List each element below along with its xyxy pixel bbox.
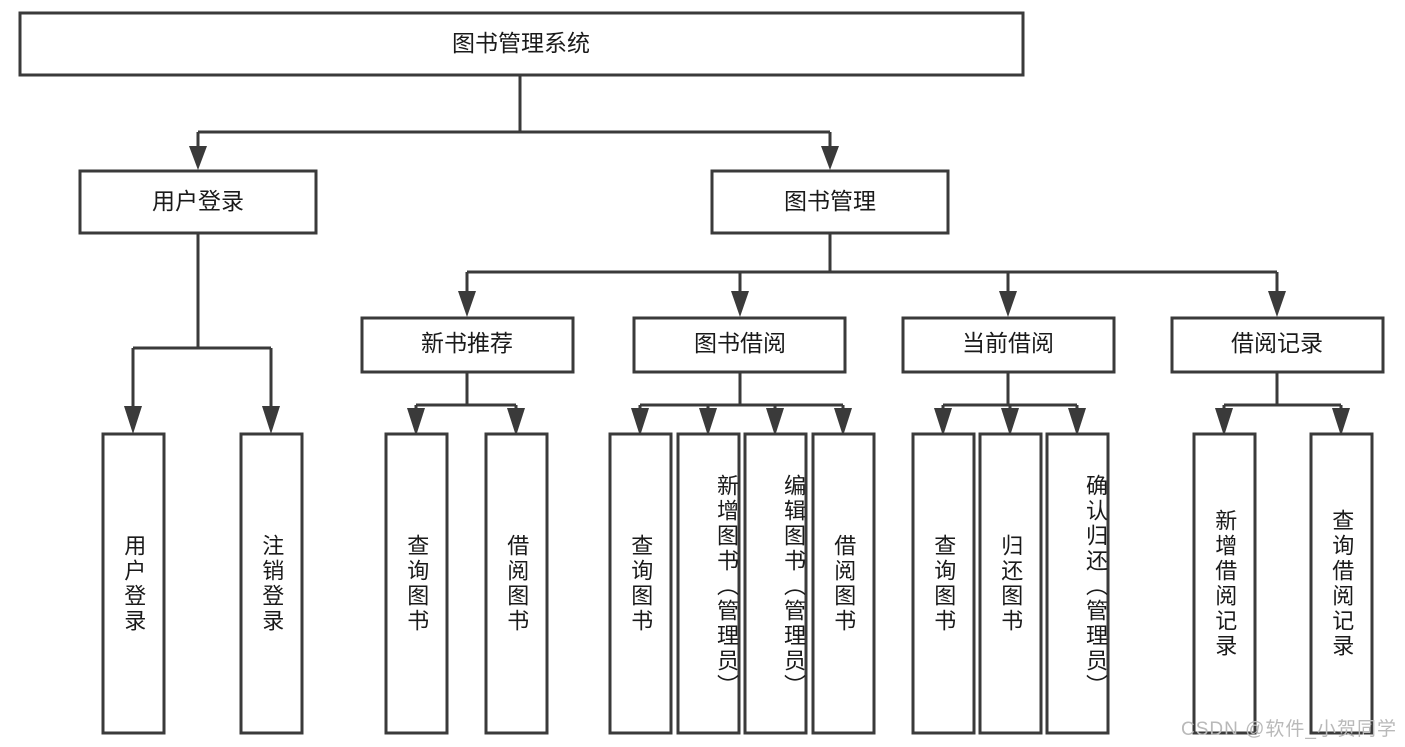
arrow-head-leaf-borrow-book-2 <box>834 408 852 436</box>
node-book-manage-label: 图书管理 <box>784 188 876 214</box>
node-book-manage-box[interactable] <box>710 169 950 235</box>
connector-group-root <box>189 76 839 170</box>
arrow-head-book-borrow <box>731 291 749 317</box>
node-root-box[interactable] <box>18 11 1025 77</box>
arrow-head-book-manage <box>821 146 839 170</box>
leaf-box-query-book-2[interactable] <box>608 432 673 735</box>
node-new-book-recommend-label: 新书推荐 <box>421 330 513 356</box>
node-current-borrow-box[interactable] <box>901 316 1116 374</box>
node-user-login-box[interactable] <box>78 169 318 235</box>
node-root-label: 图书管理系统 <box>452 30 590 56</box>
arrow-head-leaf-edit-book-admin <box>766 408 784 436</box>
connector-group-book-borrow <box>631 372 852 436</box>
node-user-login-label: 用户登录 <box>152 188 244 214</box>
arrow-head-leaf-query-book-2 <box>631 408 649 436</box>
arrow-head-new-book-recommend <box>458 291 476 317</box>
node-borrow-record-box[interactable] <box>1170 316 1385 374</box>
leaf-box-add-borrow-record[interactable] <box>1192 432 1257 735</box>
leaf-box-borrow-book-1[interactable] <box>484 432 549 735</box>
leaf-box-return-book[interactable] <box>978 432 1043 735</box>
node-current-borrow-label: 当前借阅 <box>962 330 1054 356</box>
leaf-box-query-book-1[interactable] <box>384 432 449 735</box>
arrow-head-leaf-user-login <box>124 406 142 434</box>
arrow-head-leaf-query-book-3 <box>934 408 952 436</box>
arrow-head-leaf-query-borrow-record <box>1332 408 1350 436</box>
watermark-text: CSDN @软件_小贺同学 <box>1181 719 1397 740</box>
connector-group-user-login <box>124 233 280 434</box>
arrow-head-current-borrow <box>999 291 1017 317</box>
arrow-head-leaf-borrow-book-1 <box>507 408 525 436</box>
arrow-head-user-login <box>189 146 207 170</box>
leaf-box-query-book-3[interactable] <box>911 432 976 735</box>
arrow-head-leaf-add-book-admin <box>699 408 717 436</box>
leaf-box-add-book-admin[interactable] <box>676 432 741 735</box>
node-book-borrow-box[interactable] <box>632 316 847 374</box>
arrow-head-leaf-add-borrow-record <box>1215 408 1233 436</box>
node-borrow-record-label: 借阅记录 <box>1231 330 1323 356</box>
arrow-head-leaf-logout-login <box>262 406 280 434</box>
leaf-box-query-borrow-record[interactable] <box>1309 432 1374 735</box>
arrow-head-leaf-confirm-return-admin <box>1068 408 1086 436</box>
leaf-box-confirm-return-admin[interactable] <box>1045 432 1110 735</box>
leaf-box-borrow-book-2[interactable] <box>811 432 876 735</box>
connector-group-book-manage <box>458 233 1286 317</box>
connector-group-new-book-recommend <box>407 372 525 436</box>
arrow-head-leaf-query-book-1 <box>407 408 425 436</box>
leaf-box-user-login[interactable] <box>101 432 166 735</box>
connector-group-borrow-record <box>1215 372 1350 436</box>
node-new-book-recommend-box[interactable] <box>360 316 575 374</box>
leaf-box-logout-login[interactable] <box>239 432 304 735</box>
connector-group-current-borrow <box>934 372 1086 436</box>
arrow-head-leaf-return-book <box>1001 408 1019 436</box>
node-book-borrow-label: 图书借阅 <box>694 330 786 356</box>
arrow-head-borrow-record <box>1268 291 1286 317</box>
leaf-box-edit-book-admin[interactable] <box>743 432 808 735</box>
